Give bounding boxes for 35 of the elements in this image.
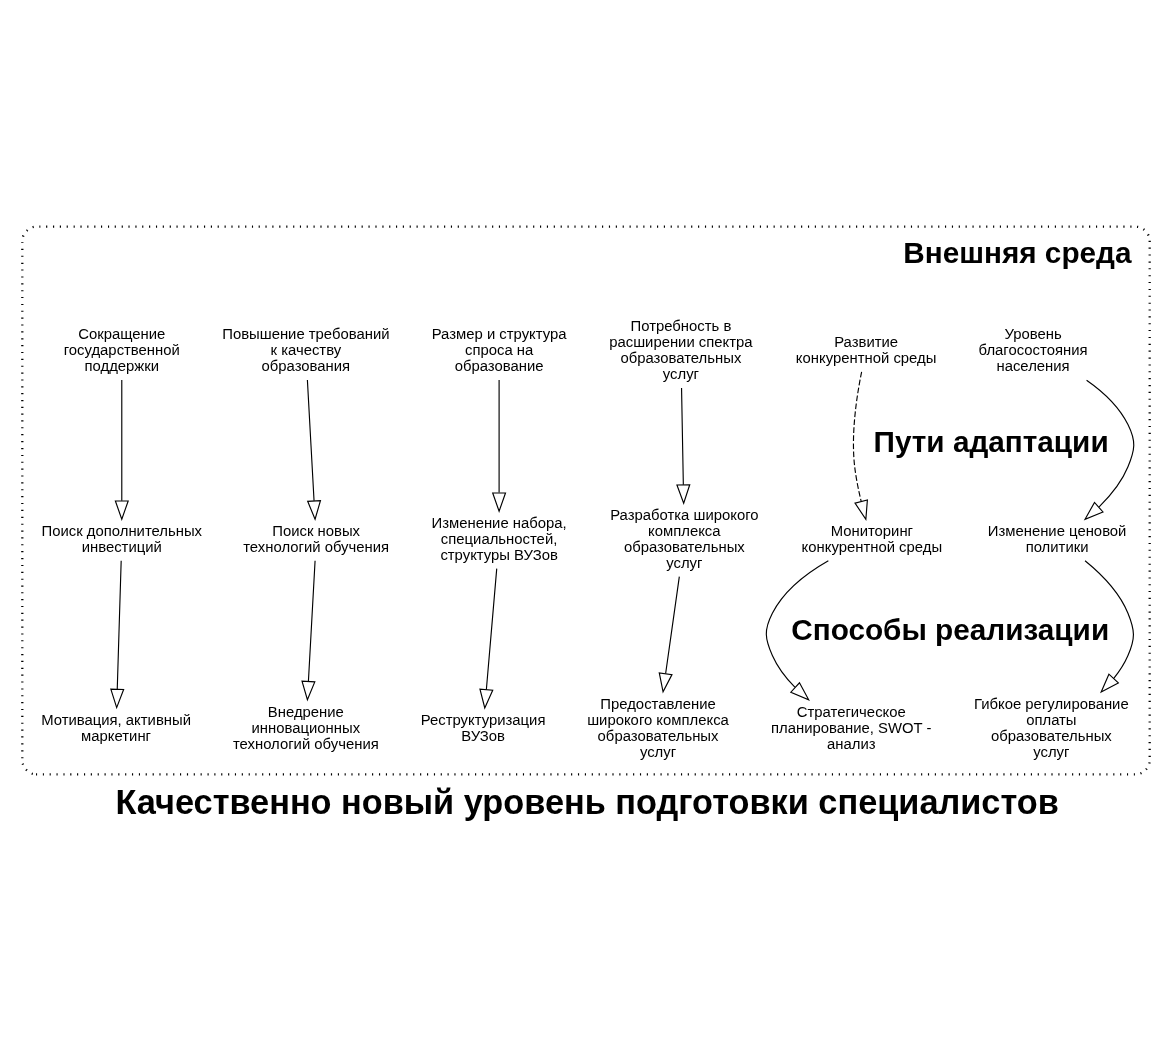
node-text: Мониторинг конкурентной среды	[801, 522, 943, 555]
caption: Качественно новый уровень подготовки специалистов	[115, 783, 1059, 822]
arrow	[491, 379, 507, 513]
node-text: Внедрение инновационных технологий обучения	[232, 703, 379, 752]
node-text: Размер и структура спроса на образование	[431, 326, 567, 375]
node-text: Изменение ценовой политики	[987, 522, 1127, 555]
arrow	[110, 560, 125, 710]
node-text: Предоставление широкого комплекса образовательных услуг	[587, 695, 729, 760]
node-text: Реструктуризация ВУЗов	[420, 711, 546, 744]
arrow	[658, 576, 680, 694]
arrow	[765, 560, 829, 701]
node-text: Повышение требований к качеству образования	[222, 326, 390, 375]
arrow	[306, 379, 322, 521]
node-text: Стратегическое планирование, SWOT - анализ	[771, 703, 932, 752]
node-text: Гибкое регулирование оплаты образовательных услуг	[974, 695, 1129, 760]
cluster	[21, 225, 1151, 776]
label: Пути адаптации	[873, 424, 1109, 458]
arrow	[1083, 379, 1135, 521]
node-text: Поиск новых технологий обучения	[243, 522, 390, 555]
arrow	[301, 560, 316, 702]
node-text: Развитие конкурентной среды	[795, 334, 937, 367]
arrow	[114, 379, 129, 521]
node-text: Потребность в расширении спектра образовательных услуг	[609, 318, 753, 383]
node-text: Сокращение государственной поддержки	[63, 326, 180, 375]
arrow	[1084, 560, 1134, 694]
node-text: Уровень благосостояния населения	[978, 326, 1088, 375]
node-text: Поиск дополнительных инвестиций	[41, 522, 203, 555]
label: Способы реализации	[791, 613, 1110, 647]
label: Внешняя среда	[903, 236, 1132, 270]
arrow	[479, 568, 498, 710]
arrow	[676, 387, 691, 505]
arrow	[852, 371, 869, 521]
node-text: Изменение набора, специальностей, структуры ВУЗов	[431, 514, 567, 563]
node-text: Разработка широкого комплекса образовательных услуг	[610, 506, 759, 571]
node-text: Мотивация, активный маркетинг	[41, 711, 191, 744]
